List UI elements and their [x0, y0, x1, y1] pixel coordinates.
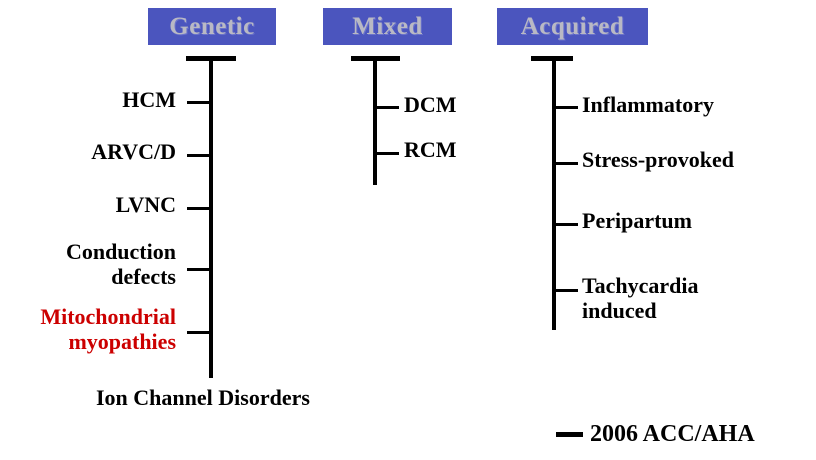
branch-label-arvcd: ARVC/D: [91, 139, 176, 164]
bracket-spine-acquired: [552, 58, 556, 330]
branch-tick-acquired-4: [556, 289, 578, 292]
column-header-genetic-label: Genetic: [169, 12, 255, 40]
branch-tick-genetic-3: [187, 207, 209, 210]
branch-label-rcm: RCM: [404, 137, 457, 162]
branch-tick-genetic-5: [187, 331, 209, 334]
branch-label-conduction-defects: Conduction defects: [65, 239, 176, 289]
column-header-acquired-label: Acquired: [520, 12, 625, 40]
bracket-spine-mixed: [373, 58, 377, 185]
column-header-mixed-label: Mixed: [352, 12, 423, 40]
bracket-spine-genetic: [209, 58, 213, 378]
branch-label-lvnc: LVNC: [115, 192, 176, 217]
branch-label-mitochondrial-myopathies: Mitochondrial myopathies: [40, 304, 176, 354]
branch-label-dcm: DCM: [404, 92, 457, 117]
branch-tick-genetic-4: [187, 268, 209, 271]
column-header-genetic: Genetic: [148, 8, 276, 45]
branch-label-ion-channel-disorders: Ion Channel Disorders: [96, 385, 310, 410]
branch-tick-mixed-2: [377, 152, 399, 155]
branch-label-hcm: HCM: [122, 87, 176, 112]
branch-label-stress-provoked: Stress-provoked: [582, 147, 734, 172]
branch-label-peripartum: Peripartum: [582, 208, 692, 233]
branch-label-inflammatory: Inflammatory: [582, 92, 714, 117]
branch-tick-mixed-1: [377, 106, 399, 109]
branch-label-tachycardia-induced: Tachycardia induced: [582, 273, 699, 323]
branch-tick-acquired-2: [556, 162, 578, 165]
branch-tick-acquired-1: [556, 106, 578, 109]
column-header-acquired: Acquired: [497, 8, 648, 45]
column-header-mixed: Mixed: [323, 8, 452, 45]
branch-tick-genetic-2: [187, 154, 209, 157]
branch-tick-acquired-3: [556, 223, 578, 226]
source-citation: 2006 ACC/AHA: [556, 421, 755, 448]
citation-dash-icon: [556, 432, 583, 437]
branch-tick-genetic-1: [187, 101, 209, 104]
citation-text: 2006 ACC/AHA: [590, 421, 755, 447]
